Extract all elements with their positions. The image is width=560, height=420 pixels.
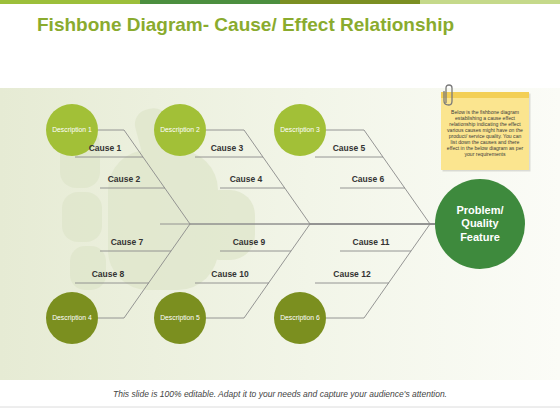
cause-circle: Description 4 — [46, 292, 98, 344]
node-outline — [154, 292, 206, 344]
node-label: Description 5 — [160, 314, 200, 322]
cause-circle: Description 2 — [154, 104, 206, 156]
node-label: Description 1 — [52, 126, 92, 134]
cause-line — [340, 251, 411, 252]
cause-label: Cause 4 — [211, 174, 281, 184]
cause-label: Cause 11 — [336, 237, 406, 247]
top-bar — [280, 0, 420, 4]
cause-line — [75, 157, 411, 283]
cause-circle: Description 3 — [274, 104, 326, 156]
cause-label: Cause 5 — [314, 143, 384, 153]
cause-line — [315, 157, 383, 158]
slide-caption: This slide is 100% editable. Adapt it to… — [0, 389, 560, 399]
cause-line — [100, 188, 165, 189]
cause-label: Cause 12 — [317, 269, 387, 279]
cause-line — [220, 251, 291, 252]
footer-line — [0, 407, 560, 408]
node-content: Below is the fishbone diagram establishi… — [441, 92, 529, 170]
hand-illustration — [195, 190, 255, 260]
fishbone-bone — [98, 130, 435, 224]
cause-line — [315, 283, 389, 284]
note-band — [441, 92, 529, 98]
node-content: Problem/ Quality Feature — [435, 179, 525, 269]
sticky-note: Below is the fishbone diagram establishi… — [441, 92, 529, 170]
slide-title: Fishbone Diagram- Cause/ Effect Relation… — [37, 14, 454, 36]
cause-line — [220, 188, 285, 189]
top-bar — [0, 0, 140, 4]
node-label: Description 2 — [160, 126, 200, 134]
node-label: Description 4 — [52, 314, 92, 322]
cause-label: Cause 7 — [92, 237, 162, 247]
cause-circle: Problem/ Quality Feature — [435, 179, 525, 269]
cause-line — [195, 157, 263, 158]
cause-line — [100, 251, 171, 252]
cause-line — [195, 283, 269, 284]
cause-label: Cause 2 — [89, 174, 159, 184]
node-outline — [441, 92, 529, 170]
top-bar — [420, 0, 560, 4]
top-bar — [140, 0, 280, 4]
cause-line — [75, 157, 143, 158]
cause-label: Cause 9 — [214, 237, 284, 247]
paperclip — [440, 83, 460, 109]
node-content: Description 3 — [274, 104, 326, 156]
node-content: Description 6 — [274, 292, 326, 344]
node-label: Description 3 — [280, 126, 320, 134]
paperclip — [444, 85, 452, 105]
node-content: Description 5 — [154, 292, 206, 344]
node-outline — [435, 179, 525, 269]
cause-label: Cause 1 — [70, 143, 140, 153]
fishbone-bone — [98, 224, 435, 318]
cause-circle: Description 6 — [274, 292, 326, 344]
node-outline — [154, 104, 206, 156]
cause-line — [340, 188, 405, 189]
cause-label: Cause 10 — [195, 269, 265, 279]
cause-label: Cause 6 — [333, 174, 403, 184]
hand-illustration — [62, 192, 102, 242]
node-outline — [274, 104, 326, 156]
node-outline — [46, 292, 98, 344]
node-content: Description 2 — [154, 104, 206, 156]
cause-label: Cause 3 — [192, 143, 262, 153]
cause-label: Cause 8 — [73, 269, 143, 279]
node-label: Problem/ Quality Feature — [445, 204, 515, 244]
background-band — [0, 88, 560, 380]
cause-line — [75, 283, 149, 284]
node-outline — [274, 292, 326, 344]
cause-circle: Description 5 — [154, 292, 206, 344]
note-text: Below is the fishbone diagram establishi… — [446, 109, 524, 157]
node-content: Description 4 — [46, 292, 98, 344]
spine-line — [160, 224, 190, 225]
node-label: Description 6 — [280, 314, 320, 322]
